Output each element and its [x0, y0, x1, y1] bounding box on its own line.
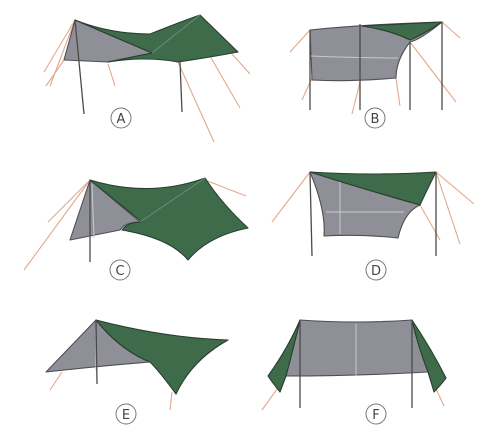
setup-c: C	[23, 177, 249, 281]
setup-e-guy-lines	[49, 371, 173, 411]
setup-a: A	[43, 14, 251, 143]
setup-f-tarp-green-left	[267, 319, 301, 393]
label-e-text: E	[122, 408, 130, 423]
setup-b: B	[289, 21, 461, 129]
setup-f: F	[261, 319, 447, 425]
setup-a-tarp-green	[74, 14, 239, 63]
label-e: E	[115, 403, 137, 425]
label-f-text: F	[372, 408, 379, 423]
label-b-text: B	[371, 112, 380, 127]
setup-e: E	[45, 319, 229, 425]
label-a-text: A	[117, 112, 126, 127]
setup-d-poles	[309, 171, 437, 257]
label-f: F	[365, 403, 387, 425]
setup-f-tarp-green-right	[411, 319, 447, 393]
setup-b-guy-lines	[289, 21, 461, 115]
label-c: C	[109, 259, 131, 281]
setup-b-poles	[309, 22, 443, 110]
setup-d-tarp-green	[309, 171, 437, 206]
setup-e-tarp-green	[95, 319, 229, 395]
setup-c-guy-lines	[23, 179, 247, 271]
setup-b-tarp-green	[361, 21, 443, 41]
setup-e-pole	[95, 319, 98, 385]
label-d: D	[365, 259, 387, 281]
setup-d: D	[271, 171, 475, 281]
setup-a-guy-lines	[43, 19, 251, 143]
label-a: A	[110, 107, 132, 129]
setup-f-tarp-grey	[285, 319, 429, 377]
label-c-text: C	[115, 264, 124, 279]
label-b: B	[364, 107, 386, 129]
setup-c-tarp-green	[89, 177, 249, 261]
setup-d-guy-lines	[271, 171, 475, 245]
setup-f-poles	[299, 320, 413, 408]
setup-a-poles	[74, 19, 183, 115]
label-d-text: D	[371, 264, 381, 279]
setup-f-guy-lines	[261, 375, 445, 411]
